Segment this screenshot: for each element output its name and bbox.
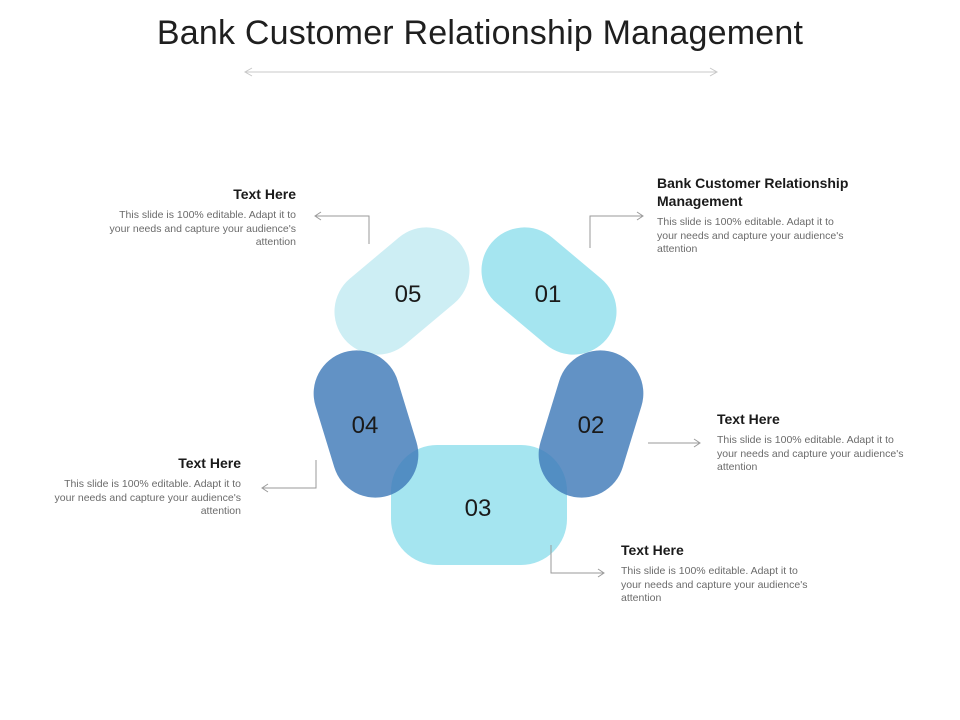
step-05-body: This slide is 100% editable. Adapt it to… xyxy=(109,209,296,248)
step-01-body: This slide is 100% editable. Adapt it to… xyxy=(657,216,844,255)
step-02-heading: Text Here xyxy=(717,411,780,427)
petal-04 xyxy=(313,350,419,498)
connector-05-arrowhead xyxy=(314,211,322,221)
step-05-text: Text Here This slide is 100% editable. A… xyxy=(101,185,296,250)
step-number-02: 02 xyxy=(578,412,605,439)
step-number-04: 04 xyxy=(352,412,379,439)
step-04-heading: Text Here xyxy=(178,455,241,471)
step-04-text: Text Here This slide is 100% editable. A… xyxy=(46,454,241,519)
step-03-text: Text Here This slide is 100% editable. A… xyxy=(621,541,821,606)
connector-02-arrowhead xyxy=(693,438,701,448)
step-04-body: This slide is 100% editable. Adapt it to… xyxy=(54,478,241,517)
step-01-text: Bank Customer Relationship Management Th… xyxy=(657,174,867,257)
step-05-heading: Text Here xyxy=(233,186,296,202)
petal-02 xyxy=(538,350,644,498)
title-divider-arrow xyxy=(243,67,719,77)
connector-04-arrowhead xyxy=(261,483,269,493)
petal-03 xyxy=(391,445,567,565)
page-title: Bank Customer Relationship Management xyxy=(156,14,804,52)
step-02-body: This slide is 100% editable. Adapt it to… xyxy=(717,434,904,473)
step-03-heading: Text Here xyxy=(621,542,684,558)
step-02-text: Text Here This slide is 100% editable. A… xyxy=(717,410,917,475)
connector-01 xyxy=(589,215,642,248)
step-03-body: This slide is 100% editable. Adapt it to… xyxy=(621,565,808,604)
step-number-01: 01 xyxy=(535,281,562,308)
petal-05 xyxy=(334,227,470,355)
step-number-05: 05 xyxy=(395,281,422,308)
connector-01-arrowhead xyxy=(636,211,644,221)
step-01-heading: Bank Customer Relationship Management xyxy=(657,175,849,209)
connector-03 xyxy=(550,545,603,574)
connector-04 xyxy=(263,460,317,489)
connector-05 xyxy=(316,215,370,244)
connector-03-arrowhead xyxy=(597,568,605,578)
petal-01 xyxy=(481,227,617,355)
step-number-03: 03 xyxy=(465,495,492,522)
